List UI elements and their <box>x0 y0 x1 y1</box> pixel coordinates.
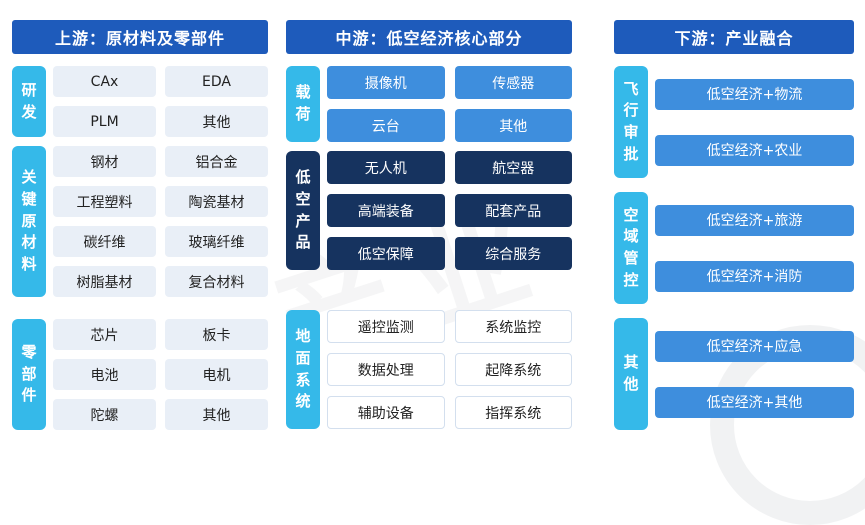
section-label-text: 研发 <box>21 80 37 121</box>
chain-item: EDA <box>165 66 268 97</box>
section-label-airspace-control: 空域管控 <box>614 192 648 304</box>
column-midstream: 中游：低空经济核心部分载荷摄像机传感器云台其他低空产品无人机航空器高端装备配套产… <box>286 20 572 429</box>
section-items: CAx EDA PLM 其他 <box>53 66 268 137</box>
chain-item: 低空保障 <box>327 237 445 270</box>
section-label-low-altitude-products: 低空产品 <box>286 151 320 270</box>
section-others: 其他低空经济+应急低空经济+其他 <box>614 318 854 430</box>
chain-item: 低空经济+其他 <box>655 386 854 418</box>
section-items: 低空经济+应急低空经济+其他 <box>655 318 854 430</box>
chain-item: 无人机 <box>327 151 445 184</box>
chain-item: 低空经济+消防 <box>655 260 854 292</box>
section-label-payload: 载荷 <box>286 66 320 142</box>
chain-item: 玻璃纤维 <box>165 226 268 257</box>
chain-item: CAx <box>53 66 156 97</box>
section-items: 芯片板卡电池电机陀螺其他 <box>53 319 268 430</box>
chain-item: 高端装备 <box>327 194 445 227</box>
chain-item: 数据处理 <box>327 353 445 386</box>
section-rnd: 研发 CAx EDA PLM 其他 <box>12 66 268 137</box>
chain-item: 低空经济+应急 <box>655 330 854 362</box>
chain-item: 复合材料 <box>165 266 268 297</box>
chain-item: 综合服务 <box>454 237 572 270</box>
section-label-text: 载荷 <box>295 83 311 123</box>
chain-item: 碳纤维 <box>53 226 156 257</box>
chain-item: PLM <box>53 106 156 137</box>
section-payload: 载荷摄像机传感器云台其他 <box>286 66 572 142</box>
section-key-raw-materials: 关键原材料钢材铝合金工程塑料陶瓷基材碳纤维玻璃纤维树脂基材复合材料 <box>12 146 268 297</box>
chain-item: 钢材 <box>53 146 156 177</box>
section-items: 低空经济+旅游低空经济+消防 <box>655 192 854 304</box>
chain-item: 云台 <box>327 109 445 142</box>
chain-item: 板卡 <box>165 319 268 350</box>
chain-item: 低空经济+旅游 <box>655 204 854 236</box>
section-items: 摄像机传感器云台其他 <box>327 66 572 142</box>
chain-item: 起降系统 <box>454 353 572 386</box>
section-label-text: 零部件 <box>21 342 37 405</box>
section-items: 遥控监测系统监控数据处理起降系统辅助设备指挥系统 <box>327 310 572 429</box>
chain-item: 指挥系统 <box>454 396 572 429</box>
column-downstream: 下游：产业融合飞行审批低空经济+物流低空经济+农业空域管控低空经济+旅游低空经济… <box>614 20 854 430</box>
section-label-others: 其他 <box>614 318 648 430</box>
chain-item: 工程塑料 <box>53 186 156 217</box>
chain-item: 其他 <box>165 106 268 137</box>
section-label-components: 零部件 <box>12 319 46 430</box>
chain-item: 芯片 <box>53 319 156 350</box>
section-items: 低空经济+物流低空经济+农业 <box>655 66 854 178</box>
section-flight-approval: 飞行审批低空经济+物流低空经济+农业 <box>614 66 854 178</box>
section-label-flight-approval: 飞行审批 <box>614 66 648 178</box>
chain-item: 其他 <box>165 399 268 430</box>
section-label-ground-systems: 地面系统 <box>286 310 320 429</box>
section-items: 无人机航空器高端装备配套产品低空保障综合服务 <box>327 151 572 270</box>
section-items: 钢材铝合金工程塑料陶瓷基材碳纤维玻璃纤维树脂基材复合材料 <box>53 146 268 297</box>
chain-item: 电池 <box>53 359 156 390</box>
column-header-midstream: 中游：低空经济核心部分 <box>286 20 572 54</box>
chain-item: 铝合金 <box>165 146 268 177</box>
chain-item: 传感器 <box>454 66 572 99</box>
chain-item: 配套产品 <box>454 194 572 227</box>
section-label-rnd: 研发 <box>12 66 46 137</box>
section-label-text: 其他 <box>623 353 639 393</box>
section-label-text: 飞行审批 <box>623 79 639 163</box>
column-header-upstream: 上游：原材料及零部件 <box>12 20 268 54</box>
section-label-key-raw-materials: 关键原材料 <box>12 146 46 297</box>
section-components: 零部件芯片板卡电池电机陀螺其他 <box>12 319 268 430</box>
section-label-text: 关键原材料 <box>21 168 37 274</box>
chain-item: 树脂基材 <box>53 266 156 297</box>
section-ground-systems: 地面系统遥控监测系统监控数据处理起降系统辅助设备指挥系统 <box>286 310 572 429</box>
section-low-altitude-products: 低空产品无人机航空器高端装备配套产品低空保障综合服务 <box>286 151 572 270</box>
chain-item: 辅助设备 <box>327 396 445 429</box>
column-header-downstream: 下游：产业融合 <box>614 20 854 54</box>
chain-item: 低空经济+农业 <box>655 134 854 166</box>
section-airspace-control: 空域管控低空经济+旅游低空经济+消防 <box>614 192 854 304</box>
chain-item: 摄像机 <box>327 66 445 99</box>
section-label-text: 空域管控 <box>623 205 639 289</box>
chain-item: 系统监控 <box>454 310 572 343</box>
chain-item: 低空经济+物流 <box>655 78 854 110</box>
chain-item: 遥控监测 <box>327 310 445 343</box>
section-label-text: 低空产品 <box>295 168 311 252</box>
chain-item: 陀螺 <box>53 399 156 430</box>
chain-item: 电机 <box>165 359 268 390</box>
chain-item: 陶瓷基材 <box>165 186 268 217</box>
section-label-text: 地面系统 <box>295 327 311 411</box>
chain-item: 航空器 <box>454 151 572 184</box>
chain-item: 其他 <box>454 109 572 142</box>
